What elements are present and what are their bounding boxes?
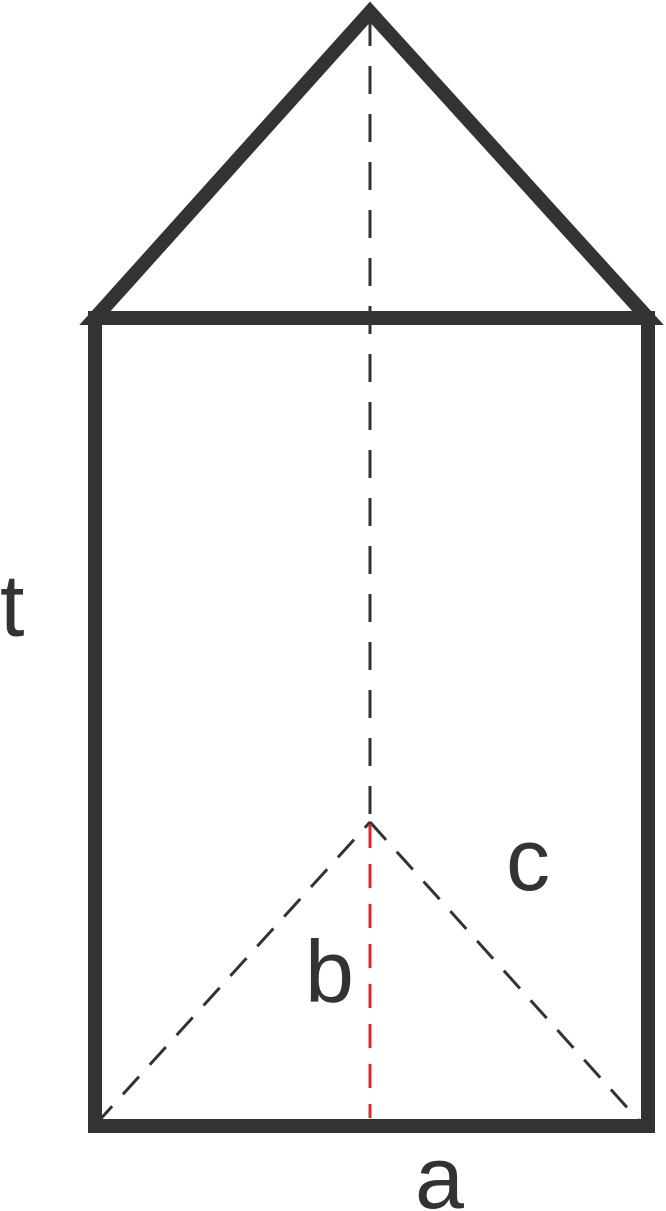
rectangular-side-face bbox=[88, 311, 655, 1133]
label-t: t bbox=[0, 556, 24, 655]
base-edge-left-dashed bbox=[94, 820, 372, 1126]
label-c: c bbox=[506, 810, 550, 909]
label-a: a bbox=[415, 1128, 464, 1211]
base-edge-right-dashed bbox=[368, 820, 644, 1126]
label-b: b bbox=[305, 922, 354, 1021]
